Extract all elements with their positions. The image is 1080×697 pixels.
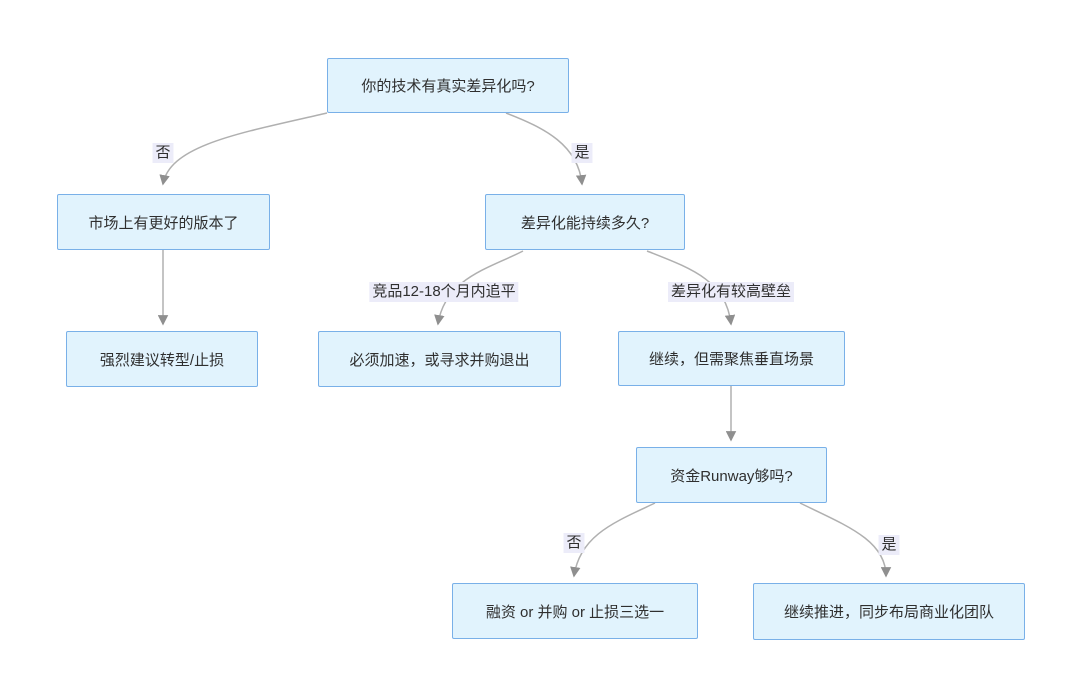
- node-pivot-stop-loss: 强烈建议转型/止损: [66, 331, 258, 387]
- edge-label-no-bottom: 否: [563, 533, 585, 553]
- edge-runway-to-continue: [799, 502, 892, 578]
- edge-duration-to-accelerate: [434, 250, 524, 326]
- edge-label-yes-right: 是: [571, 143, 593, 163]
- edge-root-to-market-better: [159, 112, 328, 186]
- edge-root-to-duration: [505, 112, 587, 186]
- edge-label-no-left: 否: [152, 143, 174, 163]
- edge-label-yes-bottom: 是: [878, 535, 900, 555]
- node-continue-commercialize: 继续推进，同步布局商业化团队: [753, 583, 1025, 640]
- node-differentiation-duration: 差异化能持续多久?: [485, 194, 685, 250]
- edge-label-high-barrier: 差异化有较高壁垒: [667, 282, 795, 302]
- node-three-options: 融资 or 并购 or 止损三选一: [452, 583, 698, 639]
- node-market-better: 市场上有更好的版本了: [57, 194, 270, 250]
- edge-label-competitor-catchup: 竞品12-18个月内追平: [369, 282, 519, 302]
- node-accelerate-or-ma-exit: 必须加速，或寻求并购退出: [318, 331, 561, 387]
- edge-duration-to-focus-vertical: [646, 250, 736, 326]
- edge-runway-to-three-options: [570, 502, 656, 578]
- node-focus-vertical: 继续，但需聚焦垂直场景: [618, 331, 845, 386]
- node-root-question: 你的技术有真实差异化吗?: [327, 58, 569, 113]
- node-runway-question: 资金Runway够吗?: [636, 447, 827, 503]
